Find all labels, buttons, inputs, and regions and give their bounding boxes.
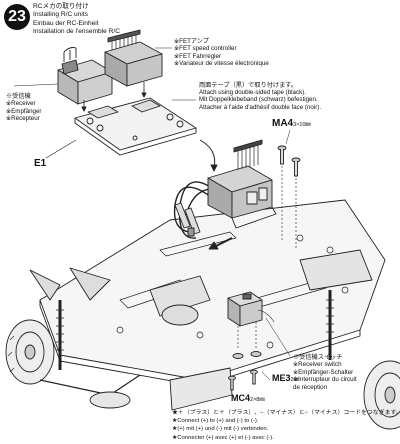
step-title: RCメカの取り付け Installing R/C units Einbau de… xyxy=(33,3,120,37)
ma4-size: 3×10㎜ xyxy=(293,122,312,128)
me3-size: 2㎜ xyxy=(290,377,300,383)
callout-arrow xyxy=(199,139,216,169)
fet-box-inset xyxy=(104,29,163,87)
center-bulkhead xyxy=(149,275,233,411)
mc4-size: 2×8㎜ xyxy=(250,397,265,403)
receiver-label: ※受信機 ※Receiver ※Empfänger ※Récepteur xyxy=(6,93,42,123)
ma4-screws xyxy=(277,129,301,250)
rear-wheel xyxy=(363,360,400,430)
receiver-box xyxy=(57,47,113,105)
step-number-badge: 23 xyxy=(4,4,30,30)
wiring-instructions: ★＋（プラス）と＋（プラス）、−（マイナス）と−（マイナス）コードをつなぎます。… xyxy=(172,410,400,441)
me3-code: ME3 xyxy=(272,373,291,383)
ma4-code: MA4 xyxy=(272,118,294,129)
part-ma4: MA43×10㎜ xyxy=(272,118,311,129)
inset-receiver-fet xyxy=(13,29,197,159)
chassis-plate xyxy=(39,199,386,381)
title-de: Einbau der RC-Einheit xyxy=(33,19,99,27)
part-mc4: MC42×8㎜ xyxy=(231,393,265,403)
switch-label: ※受信機スイッチ ※Receiver switch ※Empfänger-Sch… xyxy=(293,354,357,391)
fet-speed-controller xyxy=(207,139,277,229)
part-me3: ME32㎜ xyxy=(272,373,299,383)
title-jp: RCメカの取り付け xyxy=(33,3,89,10)
bullet-connectors xyxy=(174,202,201,237)
tape-label: 両面テープ（黒）で取り付けます。 Attach using double-sid… xyxy=(199,82,322,111)
mc4-code: MC4 xyxy=(231,393,251,403)
front-suspension xyxy=(29,267,141,409)
receiver-switch xyxy=(227,291,291,357)
rear-suspension xyxy=(299,249,373,360)
chassis xyxy=(5,199,400,430)
front-wheel xyxy=(5,319,55,385)
title-en: Installing R/C units xyxy=(33,11,88,19)
me3-mc4-hardware xyxy=(228,351,271,391)
fet-label: ※FETアンプ ※FET speed controller ※FET Fahrr… xyxy=(174,38,269,68)
tape-pad-left xyxy=(87,105,119,119)
tape-pad-right xyxy=(131,99,161,113)
title-fr: Installation de l'ensemble R/C xyxy=(33,28,121,36)
part-e1: E1 xyxy=(34,158,47,169)
